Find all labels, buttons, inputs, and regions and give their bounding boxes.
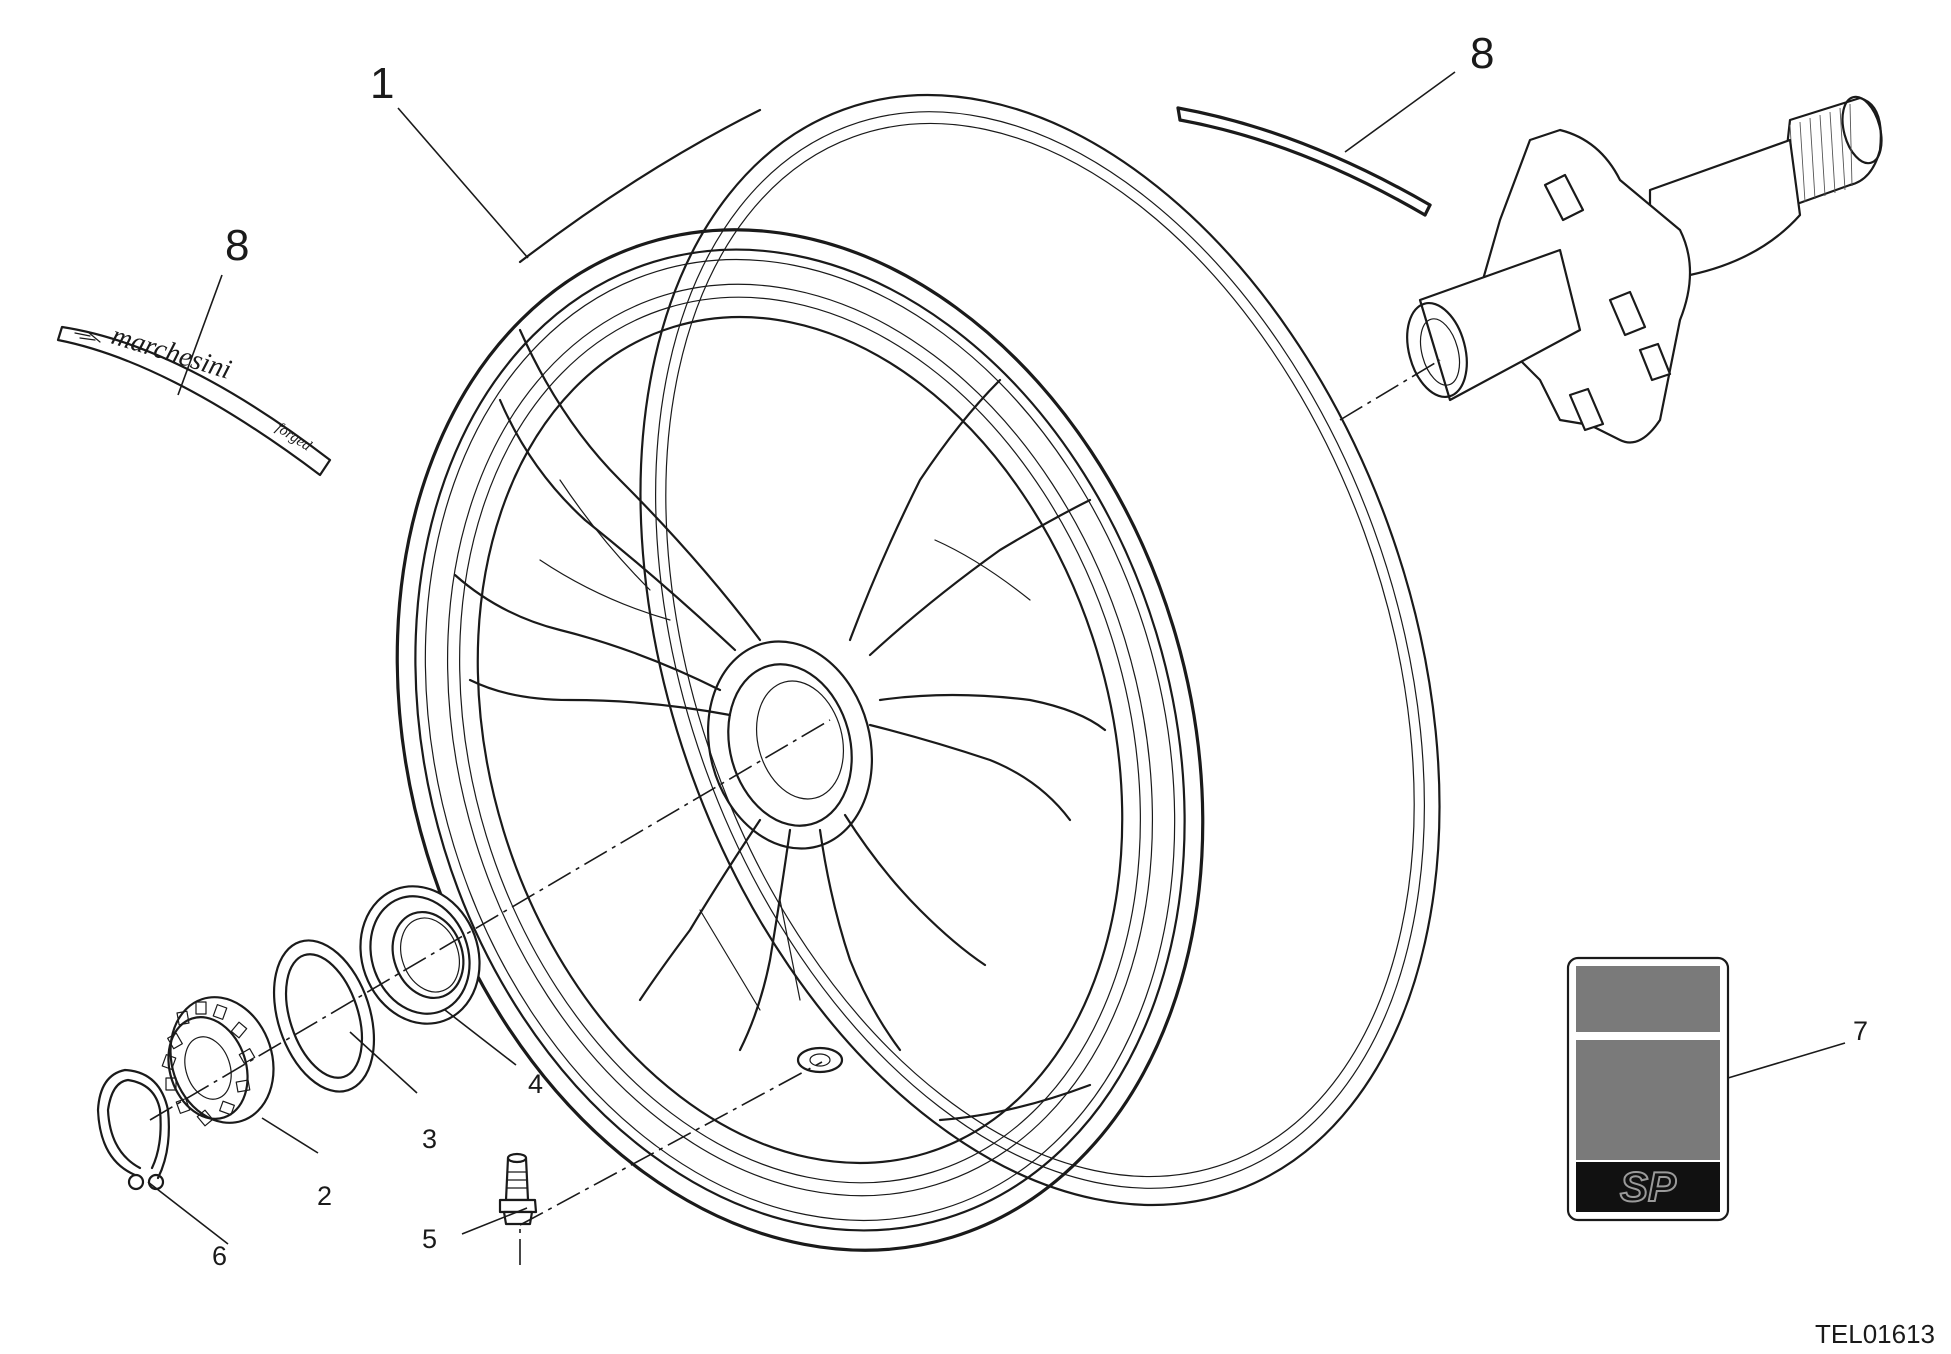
callout-7: 7 [1853, 1016, 1868, 1046]
callout-2: 2 [317, 1181, 332, 1211]
callout-1: 1 [370, 59, 394, 108]
callout-4: 4 [528, 1069, 543, 1099]
callout-8-left: 8 [225, 221, 249, 270]
drawing-code: TEL01613 [1815, 1319, 1935, 1349]
rim-decal-left-marchesini: marchesini forged [56, 320, 332, 477]
wheel-rim [395, 93, 1441, 1252]
circlip [96, 1068, 170, 1191]
assembly-axes [149, 359, 1441, 1265]
spacer-washer [272, 939, 376, 1093]
callout-6: 6 [212, 1241, 227, 1271]
badge-letters: SP [1620, 1163, 1677, 1210]
callout-5: 5 [422, 1224, 437, 1254]
leader-lines [147, 71, 1846, 1245]
wheel-nut [161, 996, 275, 1127]
callout-numbers: 1 8 8 7 4 3 2 5 6 [212, 29, 1868, 1271]
tyre-valve [498, 1152, 538, 1226]
bearing-seal [359, 885, 481, 1025]
sp-badge-decal: SP [1566, 956, 1730, 1222]
callout-8-upper-right: 8 [1470, 29, 1494, 78]
rim-decal-right [1176, 106, 1432, 217]
axle-hub-assembly [1406, 95, 1883, 444]
callout-3: 3 [422, 1124, 437, 1154]
